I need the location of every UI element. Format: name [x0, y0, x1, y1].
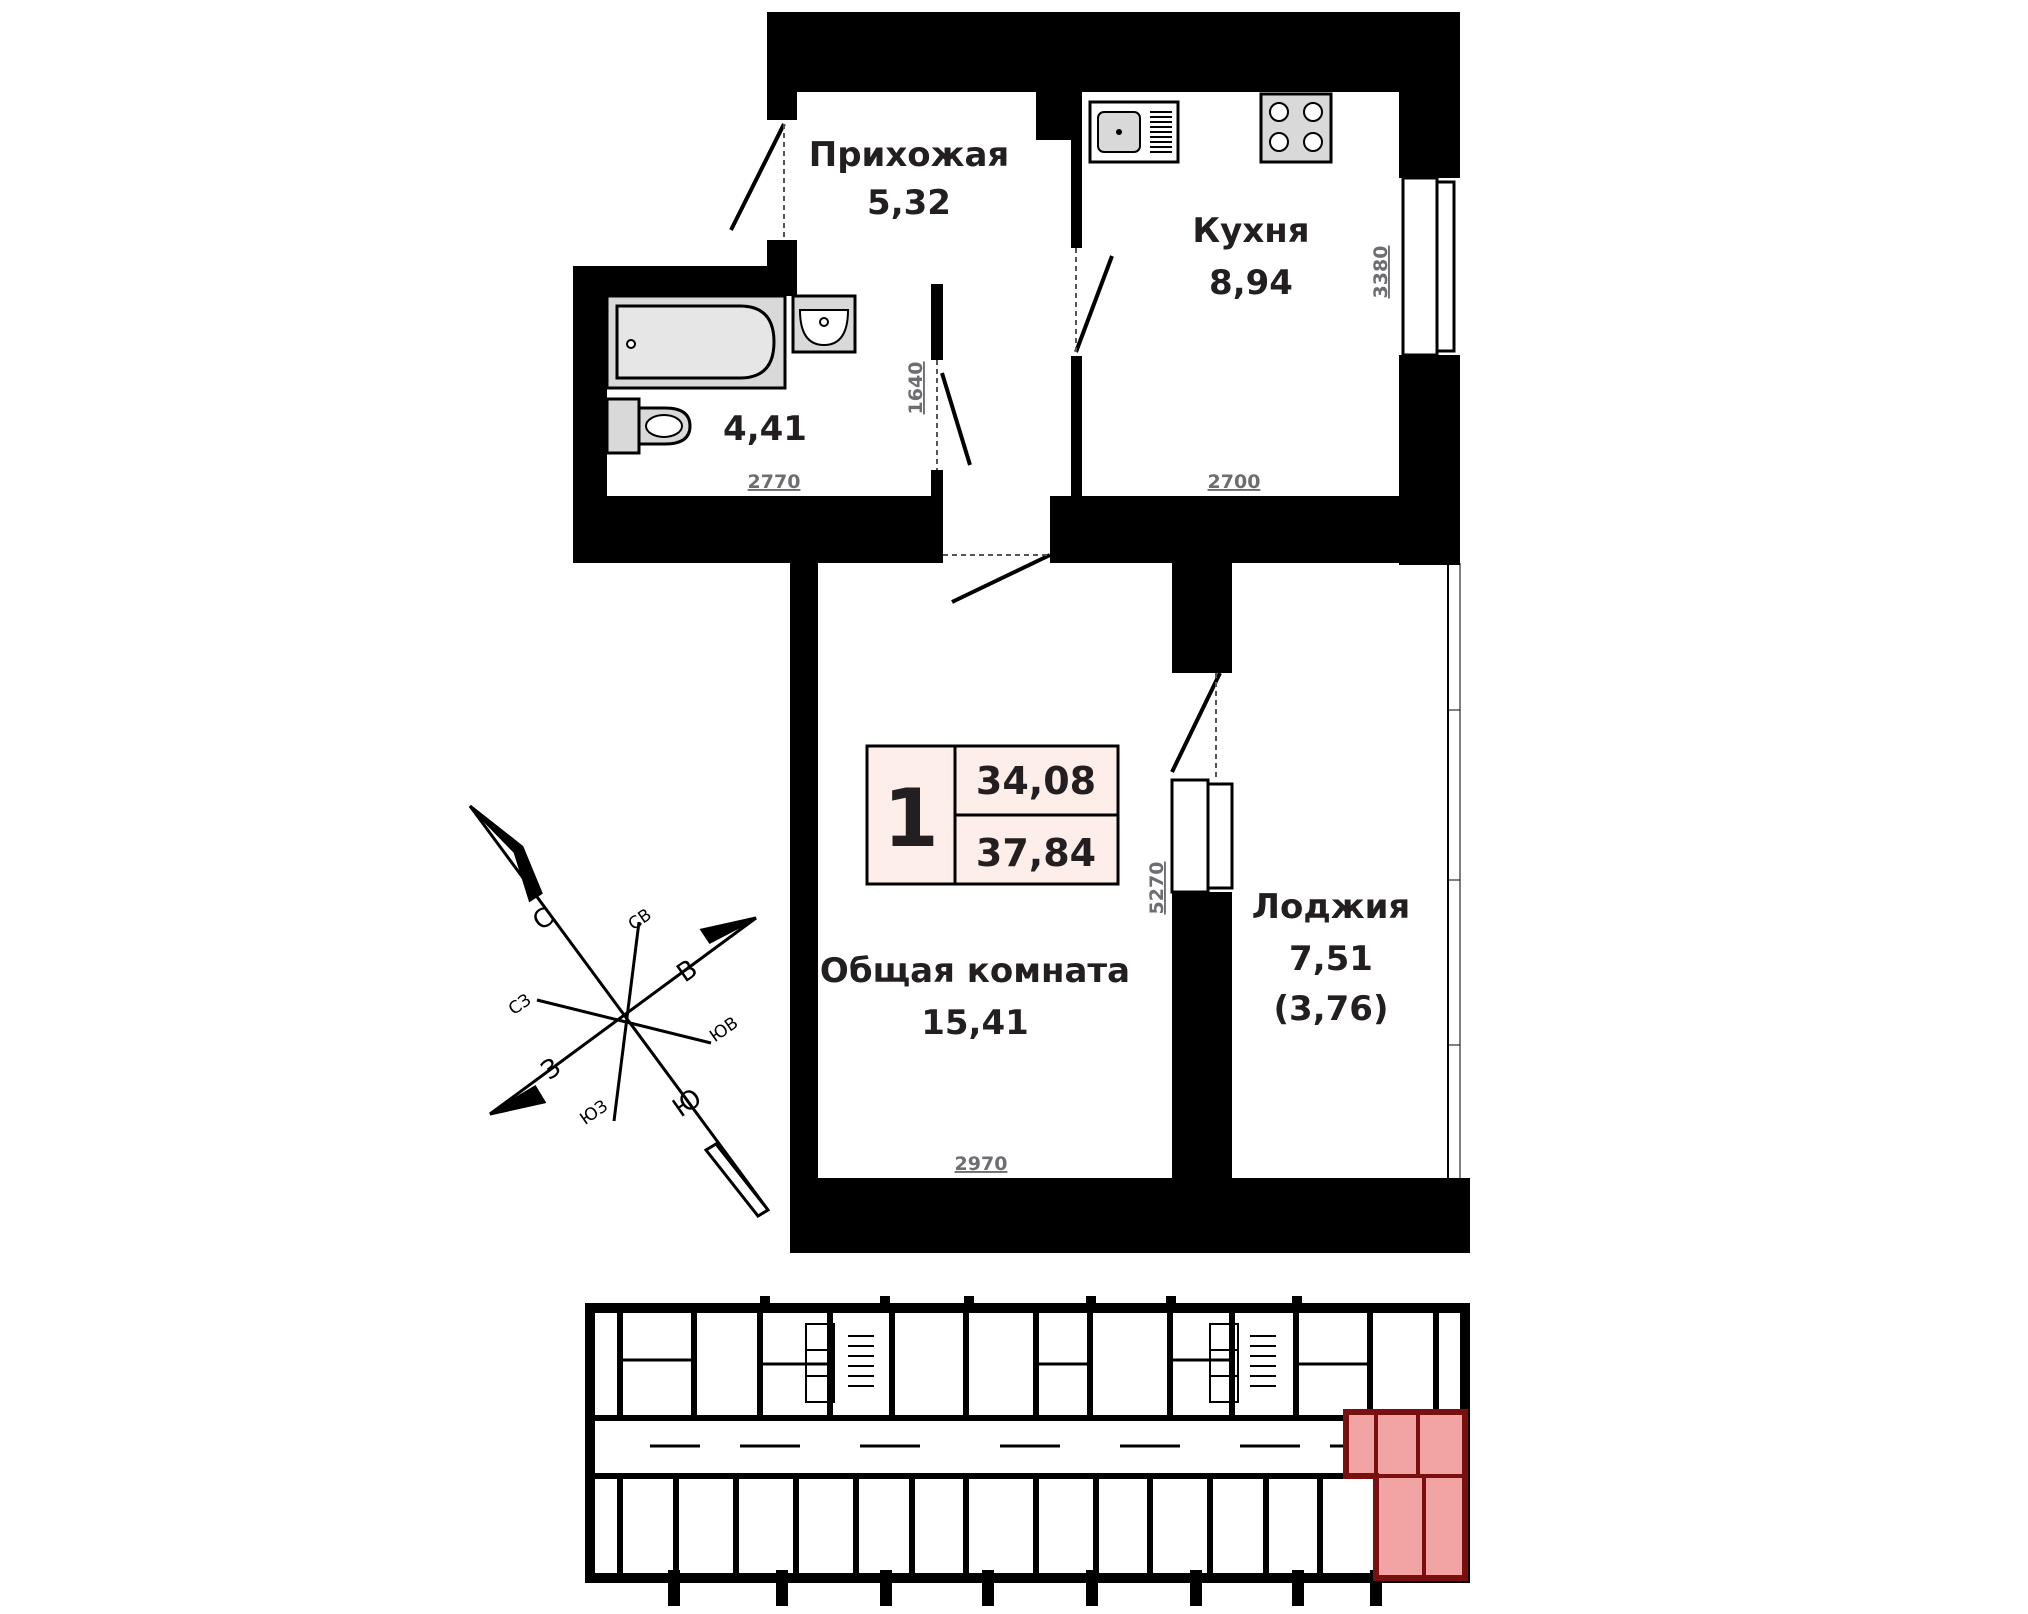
- kitchen-area: 8,94: [1209, 263, 1293, 303]
- kitchen-sink-icon: [1088, 100, 1180, 164]
- bath-height-dim: 1640: [905, 362, 927, 415]
- kitchen-width-dim: 2700: [1208, 471, 1261, 493]
- living-width-dim: 2970: [955, 1153, 1008, 1175]
- living-area-total: 34,08: [976, 759, 1096, 803]
- washbasin-icon: [791, 294, 857, 354]
- compass-northwest: СЗ: [505, 990, 535, 1019]
- toilet-icon: [605, 397, 692, 455]
- building-floor-keyplan: [585, 1296, 1470, 1606]
- stove-icon: [1259, 92, 1333, 164]
- compass-northeast: СВ: [625, 905, 656, 935]
- kitchen-window: [1401, 176, 1456, 357]
- rooms-count: 1: [883, 772, 939, 865]
- bathroom-area: 4,41: [723, 409, 807, 449]
- living-room-area: 15,41: [921, 1003, 1029, 1043]
- living-window: [1170, 778, 1234, 894]
- hallway-area: 5,32: [867, 183, 951, 223]
- loggia-area: 7,51: [1289, 939, 1373, 979]
- living-height-dim: 5270: [1146, 862, 1168, 915]
- doors: [729, 123, 1222, 773]
- loggia-glazing: [1447, 563, 1461, 1192]
- living-room-name: Общая комната: [820, 951, 1130, 991]
- kitchen-name: Кухня: [1192, 211, 1309, 251]
- loggia-area-reduced: (3,76): [1274, 989, 1389, 1029]
- compass-rose: [468, 804, 771, 1218]
- kitchen-height-dim: 3380: [1370, 246, 1392, 299]
- compass-southeast: ЮВ: [706, 1013, 742, 1047]
- hallway-name: Прихожая: [809, 135, 1010, 175]
- bath-width-dim: 2770: [748, 471, 801, 493]
- total-area: 37,84: [976, 831, 1096, 875]
- bathtub-icon: [605, 294, 787, 390]
- area-badge: 1 34,08 37,84: [865, 744, 1120, 886]
- compass-west: З: [536, 1052, 567, 1086]
- compass-southwest: ЮЗ: [576, 1096, 611, 1129]
- loggia-name: Лоджия: [1252, 887, 1411, 927]
- door-thresholds: [783, 124, 1217, 780]
- highlighted-apartment: [1343, 1409, 1468, 1581]
- walls: [573, 12, 1470, 1253]
